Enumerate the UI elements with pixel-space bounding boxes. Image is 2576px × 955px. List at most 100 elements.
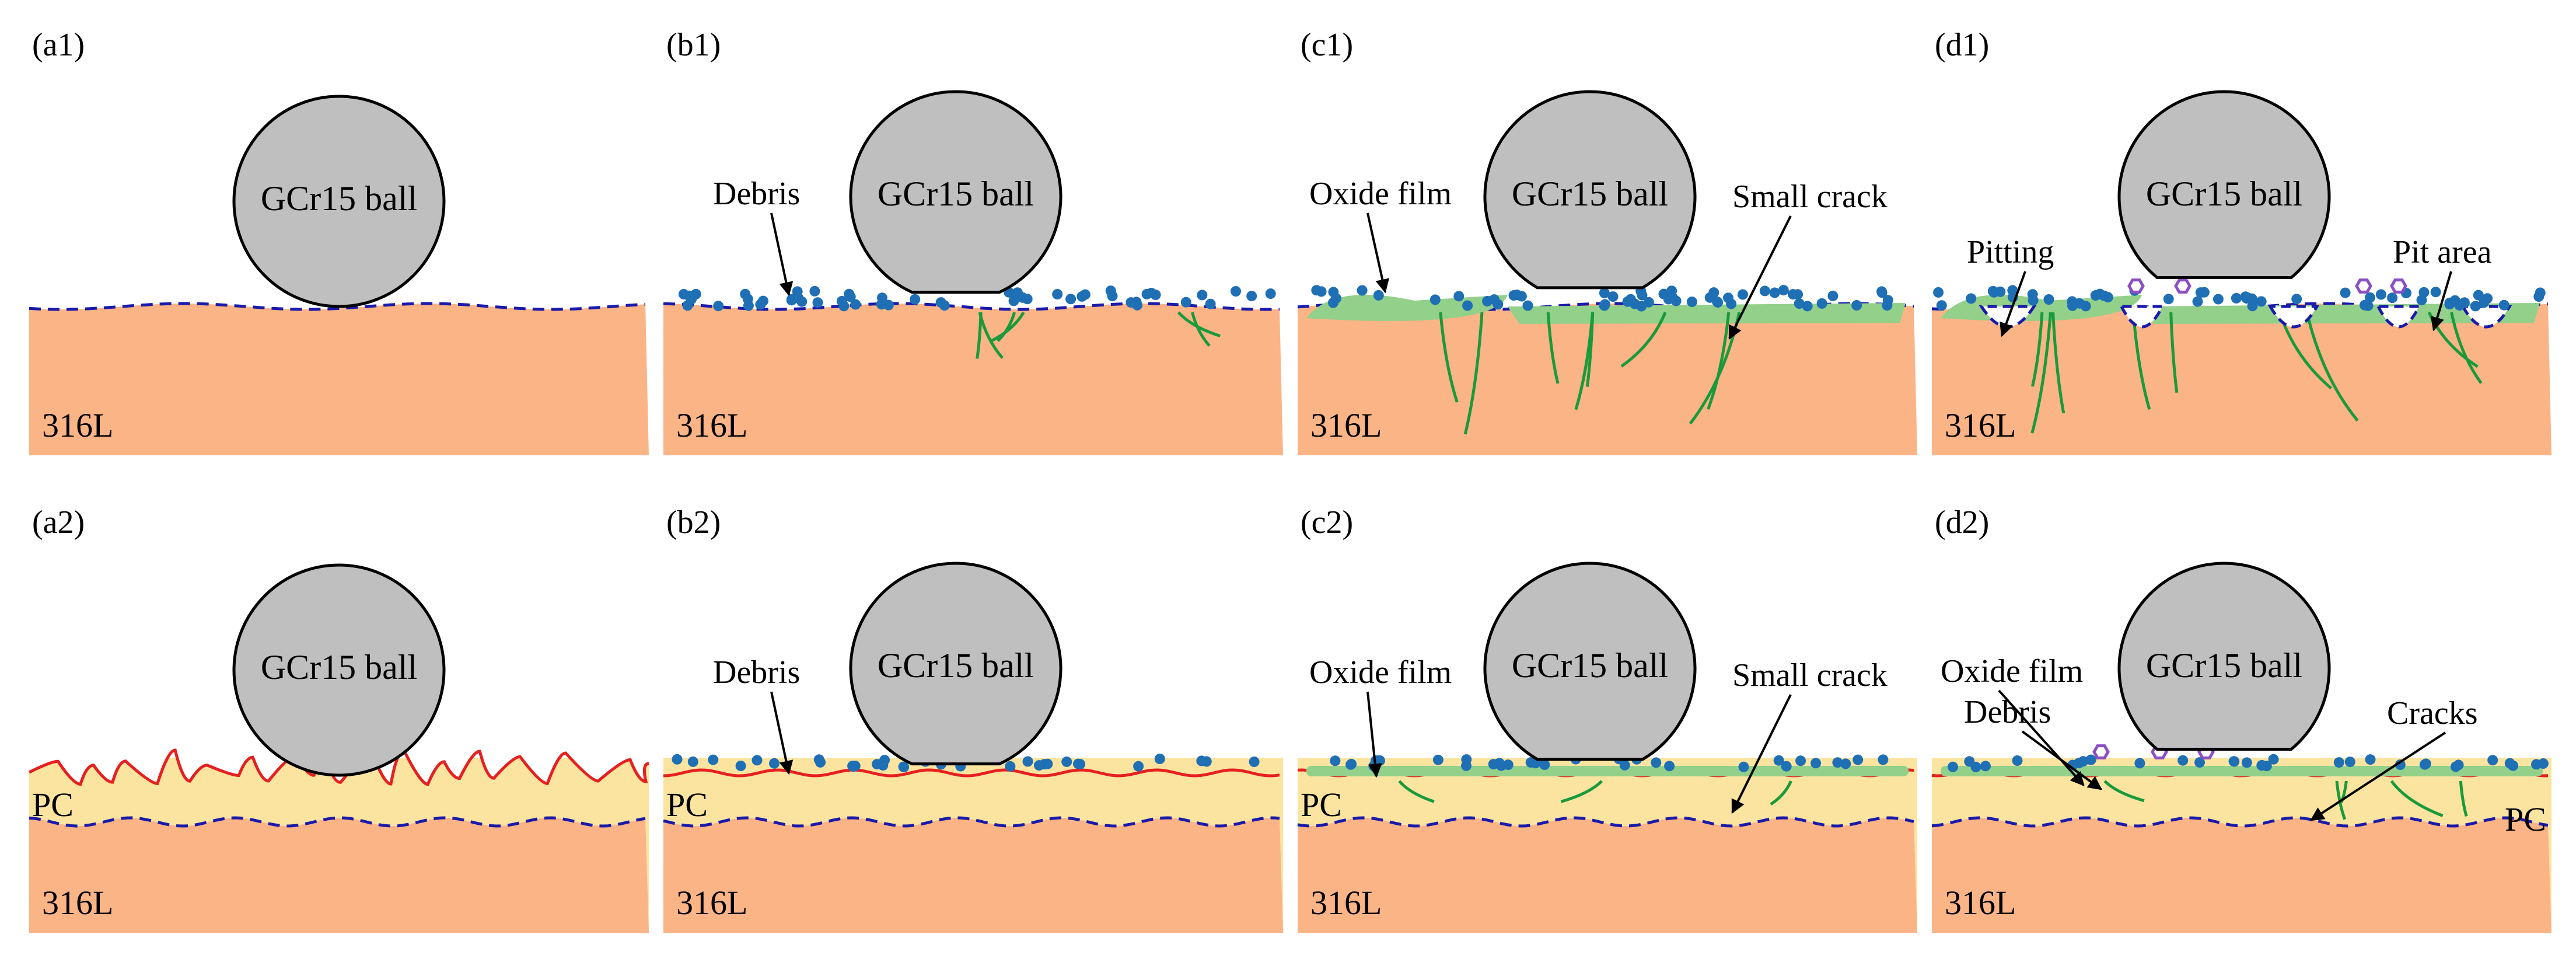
panel-label: (b1) [666,27,721,63]
debris-particle [1876,287,1888,298]
debris-particle [1131,297,1142,308]
debris-particle [1933,287,1944,298]
debris-particle [1882,300,1893,311]
wear-particle [2355,278,2372,294]
debris-particle [1599,288,1610,298]
debris-particle [1012,287,1023,298]
debris-particle [2229,756,2240,767]
debris-particle [678,289,689,299]
debris-particle [813,754,824,765]
coating-label: PC [2505,800,2546,838]
debris-particle [1980,761,1991,772]
gcr15-ball [2117,90,2331,279]
panel-label: (d2) [1935,504,1989,541]
debris-particle [2459,297,2470,308]
debris-particle [2473,290,2484,301]
debris-particle [1462,300,1473,311]
debris-particle [2365,292,2375,303]
substrate-316l [1932,818,2551,933]
crack [2169,312,2179,393]
debris-particle [1197,290,1208,301]
debris-particle [1802,301,1813,312]
debris-particle [1231,286,1241,297]
crack [990,311,1025,343]
substrate-label: 316L [1310,406,1382,444]
debris-particle [2192,296,2203,307]
crack [2030,312,2052,434]
coating-substrate-interface [29,816,646,828]
debris-particle [1154,754,1165,764]
debris-particle [2416,295,2427,306]
debris-particle [2340,287,2351,298]
debris-particle [1840,758,1851,769]
debris-particle [1966,293,1977,304]
debris-particle [2268,754,2279,765]
debris-particle [2333,757,2344,768]
crack [1560,780,1603,803]
debris-particle [793,292,804,304]
debris-particle [2487,755,2498,766]
crack [2031,312,2044,387]
gcr15-ball [1483,90,1697,290]
crack [997,312,1016,342]
annotation-label: Cracks [2387,695,2478,731]
debris-particle [812,297,823,308]
debris-particle [1948,761,1958,772]
substrate-label: 316L [676,406,747,444]
debris-particle [2231,292,2242,304]
debris-particle [1368,761,1379,772]
pit [2375,305,2422,329]
crack [2305,312,2359,422]
coating-label: PC [1301,786,1342,824]
debris-particle [1141,288,1152,299]
debris-particle [2470,301,2481,312]
debris-particle [1180,297,1191,308]
debris-particle [2213,294,2224,305]
debris-particle [1482,296,1493,306]
annotation-arrow [1731,694,1792,814]
substrate-label: 316L [1310,884,1382,922]
debris-particle [1311,285,1322,296]
crack [2103,780,2145,803]
debris-particle [1511,290,1522,301]
debris-particle [1664,761,1675,772]
debris-particle [2478,297,2489,308]
debris-particle [1022,756,1033,767]
ball-label: GCr15 ball [261,648,417,686]
debris-particle [2194,757,2205,768]
debris-particle [1488,759,1499,770]
crack [2390,780,2444,817]
oxide-film [1508,303,1906,324]
debris-particle [2028,295,2039,306]
pc-surface-profile [663,768,1280,778]
debris-particle [1636,301,1647,312]
debris-particle [1686,297,1697,307]
pit [2119,305,2165,329]
crack [1463,312,1484,435]
debris-particle [1607,291,1619,302]
debris-particle [743,300,754,311]
ball-label: GCr15 ball [2146,175,2302,213]
debris-particle [2344,757,2355,768]
debris-particle [2365,754,2376,765]
debris-particle [672,754,683,765]
annotation-label: Small crack [1732,657,1888,693]
debris-particle [1788,289,1798,300]
debris-particle [1651,757,1662,768]
debris-particle [848,761,859,772]
annotation-label: Oxide film [1309,176,1452,212]
pc-surface-profile [28,748,649,786]
substrate-316l [1932,304,2551,455]
debris-particle [2256,296,2267,307]
debris-particle [1196,755,1207,766]
debris-particle [1827,290,1838,301]
debris-particle [2444,297,2455,308]
debris-particle [1150,290,1161,301]
debris-particle [1539,759,1550,770]
ball-label: GCr15 ball [2146,646,2302,685]
ball-label: GCr15 ball [261,179,417,218]
